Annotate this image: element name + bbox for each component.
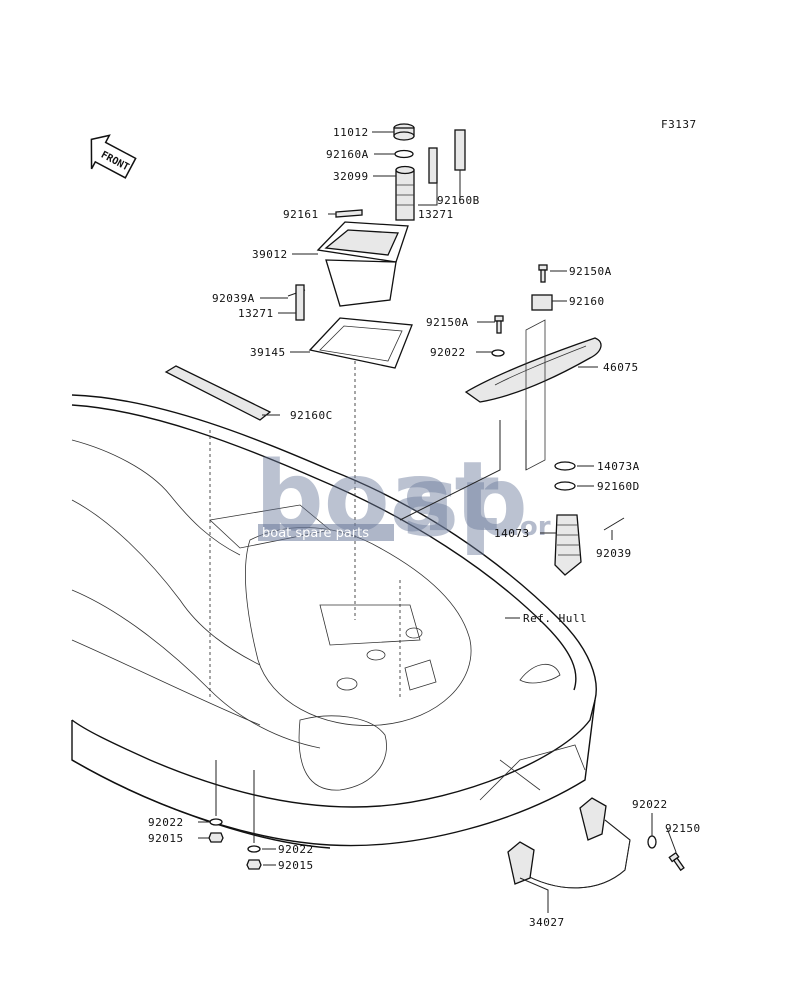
callout-14073a: 14073A bbox=[597, 460, 640, 473]
part-bolt-a bbox=[538, 264, 548, 283]
watermark-tagline: boat spare parts bbox=[262, 526, 369, 541]
part-spacer bbox=[531, 294, 553, 311]
part-gasket bbox=[308, 317, 413, 369]
callout-92161: 92161 bbox=[283, 208, 319, 221]
callout-39012: 39012 bbox=[252, 248, 288, 261]
callout-34027: 34027 bbox=[529, 916, 565, 929]
callout-92039: 92039 bbox=[596, 547, 632, 560]
callout-92022-center: 92022 bbox=[278, 843, 314, 856]
part-bolt-right bbox=[668, 851, 685, 872]
callout-92015-center: 92015 bbox=[278, 859, 314, 872]
callout-46075: 46075 bbox=[603, 361, 639, 374]
part-washer-top bbox=[491, 349, 505, 357]
callout-92015-left: 92015 bbox=[148, 832, 184, 845]
part-tow-handle bbox=[507, 797, 631, 889]
part-tube bbox=[395, 165, 415, 221]
part-pin bbox=[603, 517, 625, 531]
reference-hull-label: Ref. Hull bbox=[523, 612, 587, 625]
part-washer-left bbox=[209, 818, 223, 826]
callout-13271-bottom: 13271 bbox=[238, 307, 274, 320]
part-ring-a bbox=[554, 461, 576, 471]
figure-code: F3137 bbox=[661, 118, 697, 131]
part-strip-b bbox=[454, 129, 466, 171]
callout-92160b: 92160B bbox=[437, 194, 480, 207]
part-nut-center bbox=[246, 859, 262, 870]
part-strip bbox=[335, 209, 363, 218]
callout-39145: 39145 bbox=[250, 346, 286, 359]
callout-92150: 92150 bbox=[665, 822, 701, 835]
part-washer-right bbox=[647, 835, 657, 849]
part-cap bbox=[393, 123, 415, 141]
part-bracket bbox=[428, 147, 438, 184]
part-washer-center bbox=[247, 845, 261, 853]
callout-92160: 92160 bbox=[569, 295, 605, 308]
callout-92150a-top: 92150A bbox=[569, 265, 612, 278]
callout-92022-left: 92022 bbox=[148, 816, 184, 829]
part-bracket-lower bbox=[295, 284, 305, 321]
callout-92022-top: 92022 bbox=[430, 346, 466, 359]
callout-92150a-mid: 92150A bbox=[426, 316, 469, 329]
part-pad bbox=[164, 365, 272, 421]
callout-32099: 32099 bbox=[333, 170, 369, 183]
callouts: 11012 92160A 32099 92160B 92161 13271 39… bbox=[148, 126, 701, 929]
part-bolt-b bbox=[494, 315, 504, 334]
callout-14073: 14073 bbox=[494, 527, 530, 540]
callout-13271-top: 13271 bbox=[418, 208, 454, 221]
callout-92160a: 92160A bbox=[326, 148, 369, 161]
callout-11012: 11012 bbox=[333, 126, 369, 139]
leader-lines bbox=[198, 131, 677, 913]
watermark: boat sp .or boat spare parts bbox=[255, 441, 551, 558]
watermark-brand-b: sp bbox=[402, 446, 528, 558]
callout-92022-right: 92022 bbox=[632, 798, 668, 811]
part-plate bbox=[525, 319, 546, 471]
part-storage-bin bbox=[316, 221, 409, 307]
watermark-suffix: .or bbox=[510, 512, 551, 542]
part-nut-left bbox=[208, 832, 224, 843]
callout-92039a: 92039A bbox=[212, 292, 255, 305]
hull-outline bbox=[71, 394, 597, 849]
part-ring-d bbox=[554, 481, 576, 491]
part-ring bbox=[394, 149, 414, 159]
callout-92160d: 92160D bbox=[597, 480, 640, 493]
part-hose bbox=[554, 514, 582, 576]
callout-92160c: 92160C bbox=[290, 409, 333, 422]
part-handle bbox=[464, 337, 602, 403]
front-arrow-icon: FRONT bbox=[90, 134, 137, 179]
